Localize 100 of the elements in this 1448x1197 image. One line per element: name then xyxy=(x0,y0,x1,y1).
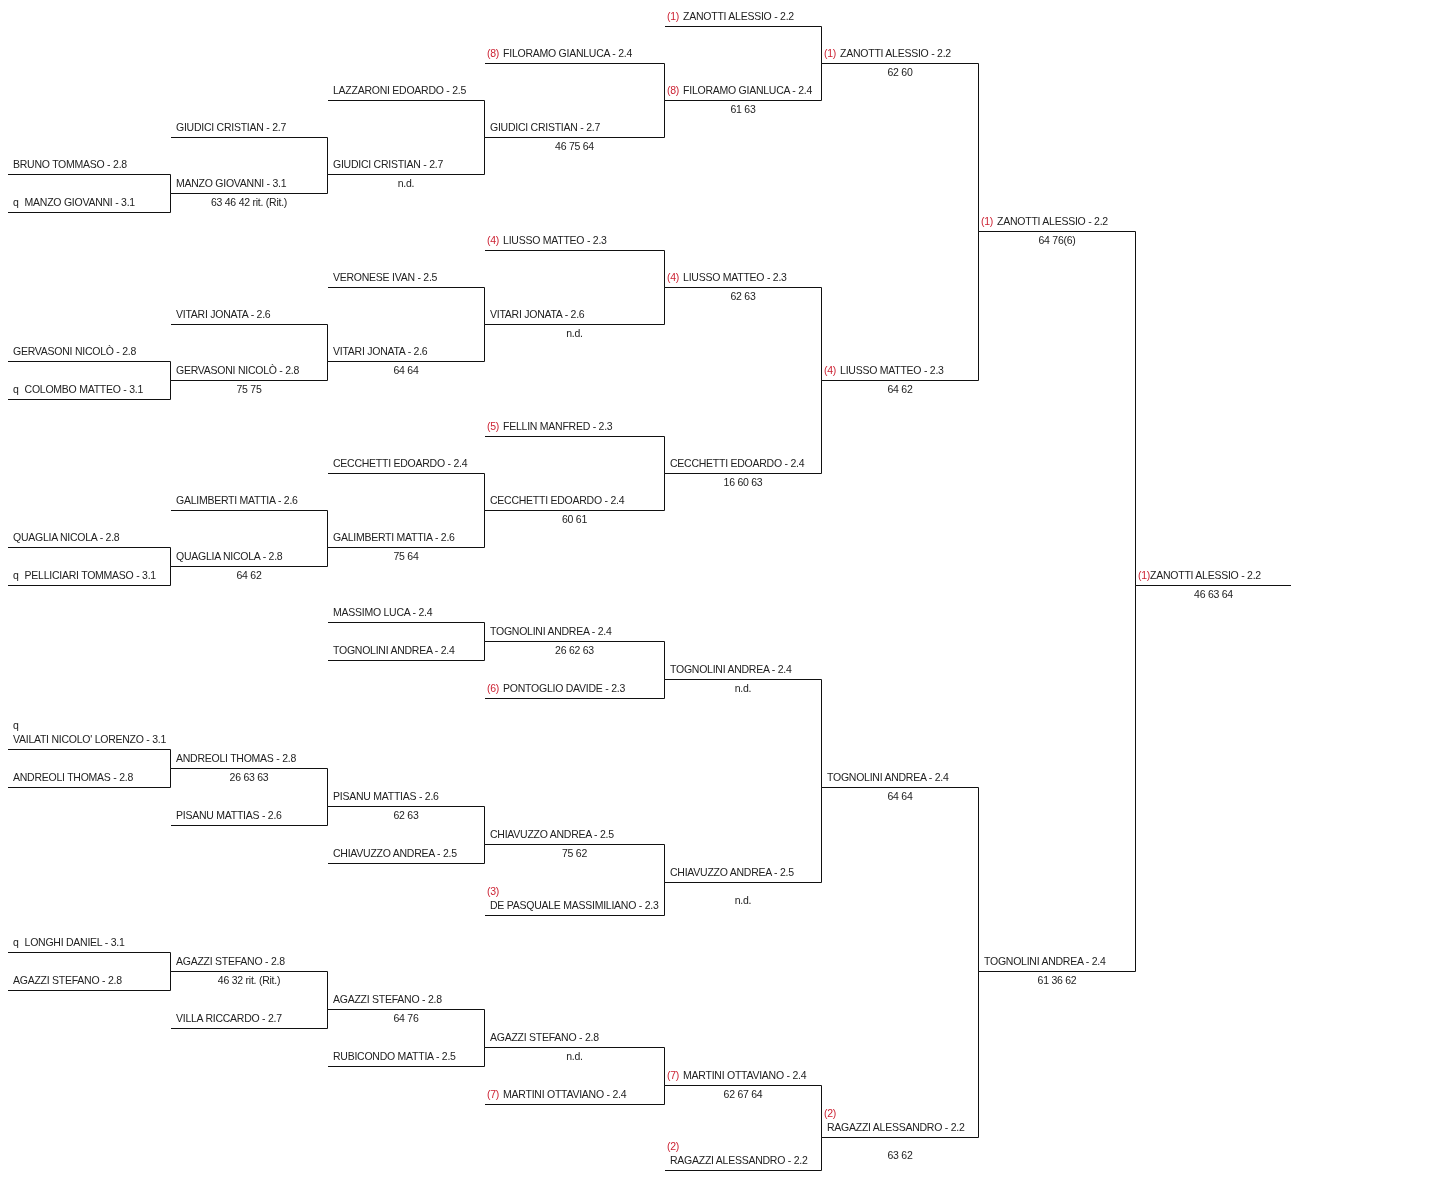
seed-number: (8) xyxy=(487,46,500,60)
player-name: GERVASONI NICOLÒ - 2.8 xyxy=(13,344,137,358)
match-score: 26 62 63 xyxy=(555,643,594,657)
bracket-line xyxy=(977,787,980,972)
bracket-line xyxy=(663,250,666,288)
player-name: QUAGLIA NICOLA - 2.8 xyxy=(176,549,283,563)
player-name: PELLICIARI TOMMASO - 3.1 xyxy=(24,568,156,582)
bracket-line xyxy=(326,324,329,362)
player-name: AGAZZI STEFANO - 2.8 xyxy=(490,1030,599,1044)
bracket-line xyxy=(820,380,823,474)
bracket-entry xyxy=(979,954,1135,972)
player-name: VITARI JONATA - 2.6 xyxy=(333,344,428,358)
bracket-entry xyxy=(171,808,327,826)
bracket-entry xyxy=(8,195,170,213)
bracket-entry xyxy=(822,770,978,788)
bracket-line xyxy=(169,174,172,194)
bracket-line xyxy=(663,436,666,474)
seed-number: (6) xyxy=(487,681,500,695)
bracket-entry xyxy=(328,157,484,175)
player-name: ZANOTTI ALESSIO - 2.2 xyxy=(1150,568,1261,582)
bracket-entry xyxy=(171,954,327,972)
seed-number: (3) xyxy=(487,884,500,898)
player-name: LONGHI DANIEL - 3.1 xyxy=(24,935,125,949)
bracket-entry xyxy=(485,884,664,916)
player-name: GIUDICI CRISTIAN - 2.7 xyxy=(176,120,286,134)
player-name: AGAZZI STEFANO - 2.8 xyxy=(13,973,122,987)
player-name: TOGNOLINI ANDREA - 2.4 xyxy=(670,662,792,676)
match-score: 64 76(6) xyxy=(1038,233,1076,247)
bracket-line xyxy=(483,287,486,325)
match-score: 75 75 xyxy=(236,382,262,396)
bracket-entry xyxy=(485,624,664,642)
bracket-line xyxy=(977,231,980,381)
player-name: FELLIN MANFRED - 2.3 xyxy=(503,419,613,433)
bracket-entry xyxy=(485,681,664,699)
bracket-line xyxy=(326,806,329,826)
bracket-line xyxy=(326,1009,329,1029)
bracket-entry xyxy=(328,992,484,1010)
bracket-line xyxy=(169,380,172,400)
player-name: LAZZARONI EDOARDO - 2.5 xyxy=(333,83,467,97)
bracket-line xyxy=(1134,585,1137,972)
bracket-line xyxy=(820,26,823,64)
bracket-line xyxy=(483,806,486,845)
bracket-line xyxy=(169,971,172,991)
player-name: VILLA RICCARDO - 2.7 xyxy=(176,1011,282,1025)
bracket-line xyxy=(483,137,486,175)
player-name: LIUSSO MATTEO - 2.3 xyxy=(683,270,787,284)
player-name: TOGNOLINI ANDREA - 2.4 xyxy=(333,643,455,657)
bracket-line xyxy=(663,100,666,138)
bracket-entry xyxy=(328,1049,484,1067)
seed-number: (1) xyxy=(1138,568,1151,582)
bracket-entry xyxy=(665,1068,821,1086)
bracket-entry xyxy=(328,789,484,807)
bracket-entry xyxy=(485,307,664,325)
player-name: AGAZZI STEFANO - 2.8 xyxy=(333,992,442,1006)
player-name: VITARI JONATA - 2.6 xyxy=(176,307,271,321)
player-name: TOGNOLINI ANDREA - 2.4 xyxy=(827,770,949,784)
player-name: MANZO GIOVANNI - 3.1 xyxy=(176,176,287,190)
match-score: 46 32 rit. (Rit.) xyxy=(217,973,281,987)
bracket-line xyxy=(663,641,666,680)
seed-number: (8) xyxy=(667,83,680,97)
match-score: n.d. xyxy=(734,681,752,695)
bracket-entry xyxy=(8,344,170,362)
bracket-line xyxy=(820,287,823,381)
bracket-line xyxy=(169,361,172,381)
bracket-entry xyxy=(485,1030,664,1048)
bracket-line xyxy=(820,63,823,101)
bracket-entry xyxy=(979,214,1135,232)
bracket-entry xyxy=(8,530,170,548)
bracket-entry xyxy=(171,176,327,194)
bracket-line xyxy=(169,749,172,769)
player-name: CHIAVUZZO ANDREA - 2.5 xyxy=(670,865,794,879)
bracket-line xyxy=(169,566,172,586)
bracket-entry xyxy=(822,1106,978,1138)
bracket-entry xyxy=(665,1139,821,1171)
bracket-entry xyxy=(171,307,327,325)
match-score: 62 63 xyxy=(730,289,756,303)
bracket-entry xyxy=(328,530,484,548)
bracket-line xyxy=(977,971,980,1138)
player-name: BRUNO TOMMASO - 2.8 xyxy=(13,157,127,171)
player-name: QUAGLIA NICOLA - 2.8 xyxy=(13,530,120,544)
bracket-line xyxy=(483,510,486,548)
seed-number: (1) xyxy=(667,9,680,23)
match-score: 16 60 63 xyxy=(723,475,763,489)
qualifier-mark: q xyxy=(13,568,19,582)
bracket-entry xyxy=(665,9,821,27)
match-score: 75 64 xyxy=(393,549,419,563)
bracket-line xyxy=(326,547,329,567)
bracket-line xyxy=(663,679,666,699)
bracket-line xyxy=(483,1009,486,1048)
bracket-line xyxy=(483,641,486,661)
bracket-entry xyxy=(171,1011,327,1029)
bracket-line xyxy=(169,768,172,788)
match-score: 64 64 xyxy=(887,789,913,803)
bracket-line xyxy=(663,63,666,101)
seed-number: (2) xyxy=(824,1106,837,1120)
seed-number: (7) xyxy=(667,1068,680,1082)
match-score: 63 62 xyxy=(887,1148,913,1162)
match-score: 64 62 xyxy=(887,382,913,396)
bracket-line xyxy=(326,361,329,381)
player-name: LIUSSO MATTEO - 2.3 xyxy=(503,233,607,247)
